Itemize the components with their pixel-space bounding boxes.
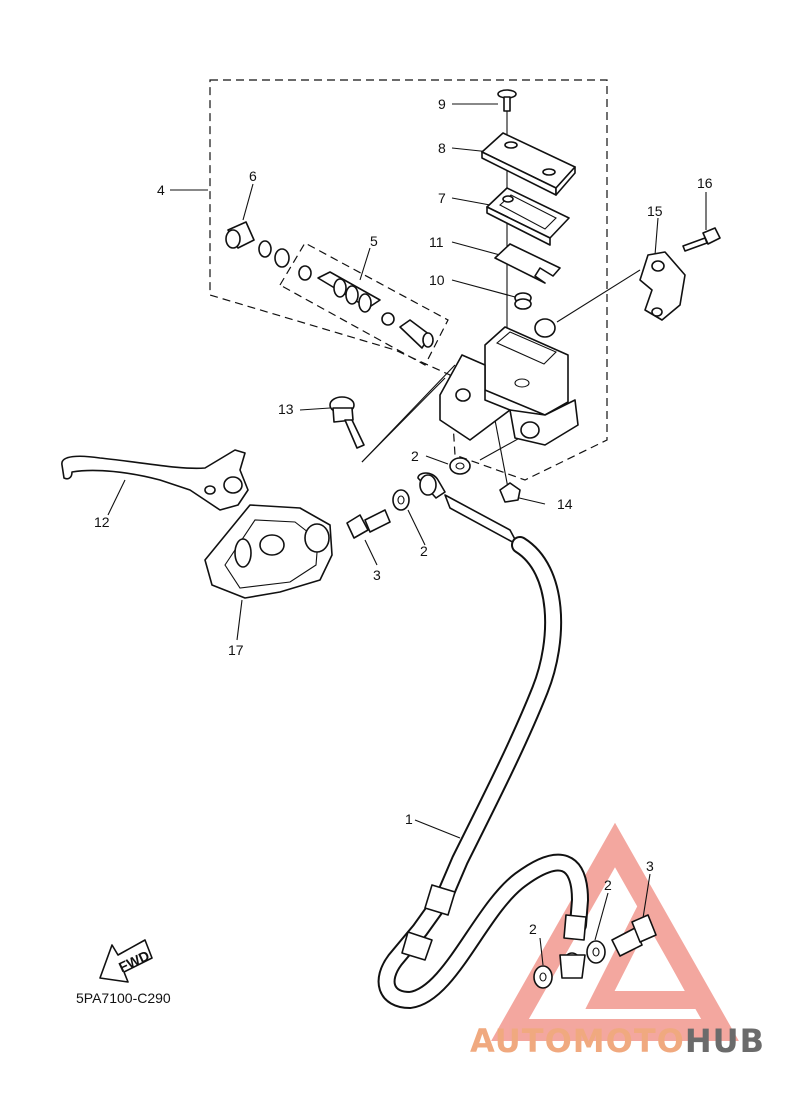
piston-kit-boundary [279, 242, 449, 366]
callout-1: 1 [405, 811, 413, 827]
watermark-text: AUTOMOTOHUB [470, 1022, 765, 1060]
part-boot-6 [225, 221, 255, 249]
callout-15: 15 [647, 203, 663, 219]
part-lever-12 [61, 449, 249, 511]
callout-3-c: 3 [646, 858, 654, 874]
fwd-arrow-icon: FWD [99, 939, 153, 983]
part-clamp-15 [639, 251, 686, 321]
watermark-part1: AUTOMOTO [470, 1022, 685, 1060]
part-reservoir-cap-8 [481, 132, 576, 196]
callout-10: 10 [429, 272, 445, 288]
part-union-bolt-3 [346, 509, 391, 539]
part-pivot-bolt-13 [329, 396, 365, 449]
part-lever-cover-17 [204, 504, 333, 599]
fwd-label: FWD [116, 947, 152, 975]
part-circlip [258, 240, 290, 268]
callout-14: 14 [557, 496, 573, 512]
part-bleed-screw-14 [499, 482, 521, 503]
callout-13: 13 [278, 401, 294, 417]
callout-9: 9 [438, 96, 446, 112]
callout-8: 8 [438, 140, 446, 156]
part-screw-9 [497, 89, 517, 112]
part-clamp-bolt-16 [682, 227, 721, 252]
part-master-cylinder-body [439, 318, 579, 446]
callout-4: 4 [157, 182, 165, 198]
part-diaphragm-11 [494, 243, 561, 284]
callout-3: 3 [373, 567, 381, 583]
part-piston-kit-5 [298, 265, 434, 349]
callout-11: 11 [429, 234, 444, 250]
callout-16: 16 [697, 175, 713, 191]
callout-5: 5 [370, 233, 378, 249]
callout-6: 6 [249, 168, 257, 184]
callout-2-b: 2 [420, 543, 428, 559]
callout-2: 2 [411, 448, 419, 464]
part-lower-fittings [533, 914, 657, 989]
watermark-part2: HUB [685, 1022, 765, 1060]
part-brake-hose-1 [377, 472, 590, 1010]
callout-17: 17 [228, 642, 244, 658]
part-float-10 [514, 292, 532, 310]
part-plate-7 [486, 187, 570, 246]
callout-2-c: 2 [604, 877, 612, 893]
callout-2-d: 2 [529, 921, 537, 937]
part-washer-2 [392, 457, 471, 511]
diagram-code: 5PA7100-C290 [76, 990, 171, 1006]
callout-7: 7 [438, 190, 446, 206]
callout-12: 12 [94, 514, 110, 530]
